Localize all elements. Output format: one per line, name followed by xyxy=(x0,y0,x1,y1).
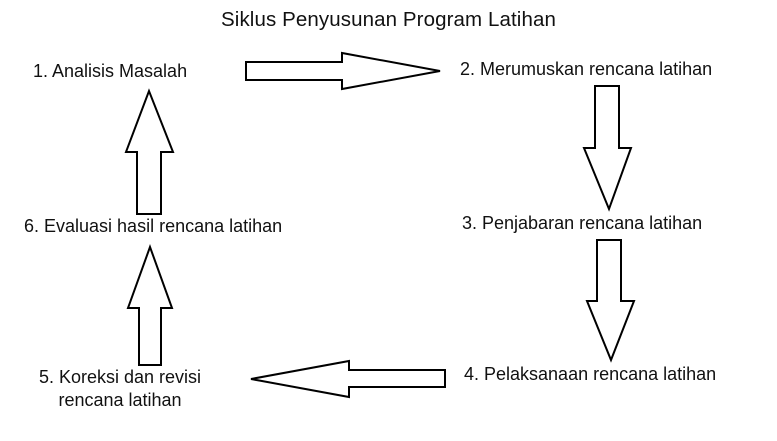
step-6-evaluasi-hasil: 6. Evaluasi hasil rencana latihan xyxy=(24,216,283,236)
step-5-line-1: 5. Koreksi dan revisi xyxy=(38,367,202,387)
step-3-penjabaran-rencana: 3. Penjabaran rencana latihan xyxy=(462,213,703,233)
diagram-title: Siklus Penyusunan Program Latihan xyxy=(221,8,556,31)
step-2-merumuskan-rencana: 2. Merumuskan rencana latihan xyxy=(460,59,713,79)
arrow-up-icon xyxy=(126,244,174,366)
arrow-left-icon xyxy=(250,359,446,399)
arrow-up-icon xyxy=(124,88,175,215)
arrow-down-icon xyxy=(585,239,636,363)
arrow-down-icon xyxy=(582,85,633,212)
step-5-koreksi-revisi: 5. Koreksi dan revisi rencana latihan xyxy=(20,367,220,411)
step-5-line-2: rencana latihan xyxy=(58,390,182,410)
step-1-analisis-masalah: 1. Analisis Masalah xyxy=(33,61,188,81)
arrow-right-icon xyxy=(245,51,441,91)
step-4-pelaksanaan-rencana: 4. Pelaksanaan rencana latihan xyxy=(464,364,717,384)
